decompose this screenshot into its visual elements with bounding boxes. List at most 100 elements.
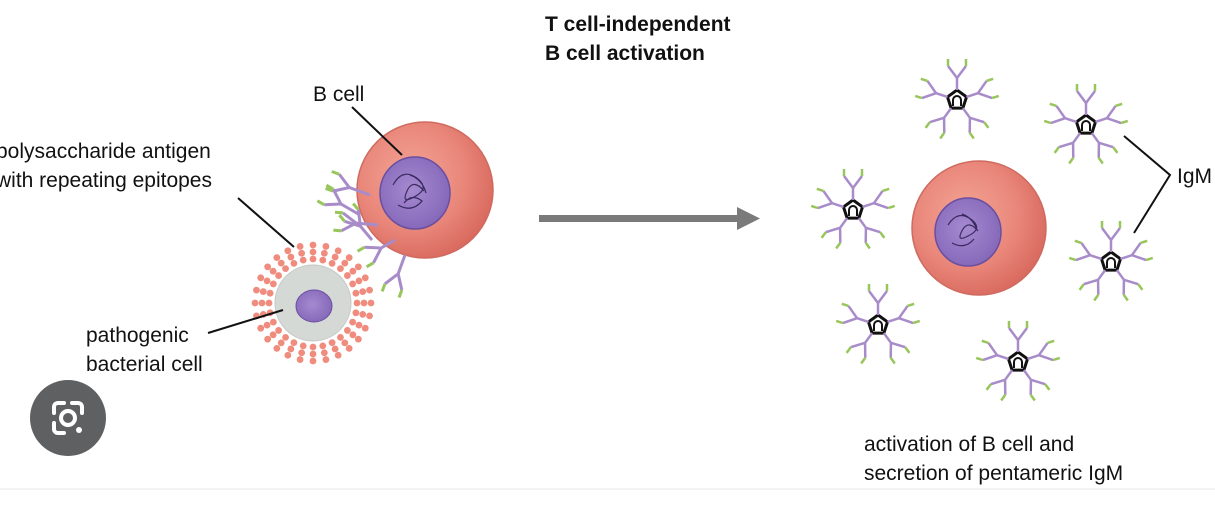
- epitope-bead: [309, 357, 317, 365]
- epitope-bead: [275, 272, 282, 279]
- title-line-2: B cell activation: [545, 42, 705, 65]
- epitope-bead: [320, 349, 328, 357]
- epitope-bead: [353, 299, 361, 307]
- epitope-bead: [287, 345, 295, 353]
- epitope-bead: [354, 335, 362, 343]
- epitope-bead: [328, 259, 336, 267]
- pathogen-label-line-2: bacterial cell: [86, 353, 203, 376]
- epitope-bead: [258, 299, 266, 307]
- epitope-bead: [354, 263, 362, 271]
- epitope-bead: [344, 272, 351, 279]
- epitope-bead: [263, 321, 271, 329]
- epitope-bead: [282, 265, 289, 272]
- epitope-bead: [322, 243, 330, 250]
- epitope-bead: [345, 254, 353, 262]
- igm-pentamer: [835, 284, 921, 365]
- epitope-bead: [361, 274, 369, 282]
- epitope-bead: [359, 288, 367, 296]
- epitope-bead: [296, 243, 304, 250]
- epitope-bead: [264, 263, 272, 271]
- epitope-bead: [341, 339, 349, 347]
- epitope-bead: [331, 345, 339, 353]
- epitope-bead: [269, 331, 277, 339]
- epitope-bead: [309, 350, 317, 358]
- antigen-epitopes: [251, 241, 375, 365]
- epitope-bead: [284, 351, 292, 359]
- epitope-bead: [360, 299, 368, 307]
- epitope-bead: [257, 324, 265, 332]
- epitope-bead: [269, 267, 277, 275]
- epitope-bead: [309, 241, 317, 249]
- epitope-bead: [361, 324, 369, 332]
- igm-pentamer: [810, 169, 896, 250]
- epitope-bead: [349, 267, 357, 275]
- antibody: [380, 254, 407, 299]
- b-cell-pointer: [351, 106, 403, 156]
- epitope-bead: [367, 299, 375, 307]
- epitope-bead: [319, 342, 327, 350]
- epitope-bead: [352, 289, 360, 297]
- epitope-bead: [355, 277, 363, 285]
- epitope-bead: [349, 331, 357, 339]
- igm-pointer: [1123, 135, 1172, 234]
- b-cell-left: [356, 121, 494, 259]
- epitope-bead: [290, 339, 298, 347]
- camera-lens-icon: [52, 401, 84, 435]
- epitope-bead: [319, 256, 327, 264]
- antigen-pointer: [237, 197, 295, 248]
- epitope-bead: [277, 259, 285, 267]
- epitope-bead: [337, 265, 344, 272]
- diagram-title: T cell-independent B cell activation: [545, 10, 731, 68]
- epitope-bead: [299, 342, 307, 350]
- epitope-bead: [257, 274, 265, 282]
- title-line-1: T cell-independent: [545, 13, 731, 36]
- epitope-bead: [349, 318, 357, 326]
- igm-pentamers: [810, 59, 1154, 402]
- igm-pentamer: [975, 321, 1061, 402]
- epitope-bead: [263, 277, 271, 285]
- epitope-bead: [322, 356, 330, 363]
- igm-pentamer: [1068, 221, 1154, 302]
- igm-pentamer: [1043, 84, 1129, 165]
- epitope-bead: [344, 327, 351, 334]
- epitope-bead: [273, 344, 281, 352]
- igm-pentamer: [914, 59, 1000, 140]
- epitope-bead: [273, 254, 281, 262]
- epitope-bead: [334, 351, 342, 359]
- epitope-bead: [296, 356, 304, 363]
- epitope-bead: [277, 339, 285, 347]
- epitope-bead: [328, 339, 336, 347]
- visual-search-button[interactable]: [30, 380, 106, 456]
- epitope-bead: [287, 253, 295, 261]
- epitope-bead: [298, 349, 306, 357]
- epitope-bead: [337, 334, 344, 341]
- epitope-bead: [309, 343, 317, 351]
- epitope-bead: [309, 255, 317, 263]
- antigen-label-line-2: with repeating epitopes: [0, 169, 212, 192]
- epitope-bead: [345, 344, 353, 352]
- epitope-bead: [264, 335, 272, 343]
- epitope-bead: [251, 299, 259, 307]
- bacterial-cell: [251, 241, 375, 365]
- pathogen-pointer: [207, 309, 284, 334]
- antigen-label: polysaccharide antigen with repeating ep…: [0, 137, 212, 195]
- epitope-bead: [359, 310, 367, 318]
- igm-label: IgM: [1177, 165, 1213, 188]
- antibody: [325, 170, 371, 197]
- antigen-label-line-1: polysaccharide antigen: [0, 140, 211, 163]
- epitope-bead: [275, 327, 282, 334]
- epitope-bead: [269, 318, 277, 326]
- epitope-bead: [320, 249, 328, 257]
- caption-line-2: secretion of pentameric IgM: [864, 462, 1124, 485]
- epitope-bead: [259, 288, 267, 296]
- pathogen-label: pathogenic bacterial cell: [86, 321, 203, 379]
- epitope-bead: [355, 321, 363, 329]
- antibody: [316, 183, 361, 217]
- b-cell-label: B cell: [313, 83, 365, 106]
- epitope-bead: [253, 286, 260, 294]
- activation-arrow: [539, 207, 760, 230]
- epitope-bead: [284, 247, 292, 255]
- epitope-bead: [352, 309, 360, 317]
- antibody: [356, 238, 396, 269]
